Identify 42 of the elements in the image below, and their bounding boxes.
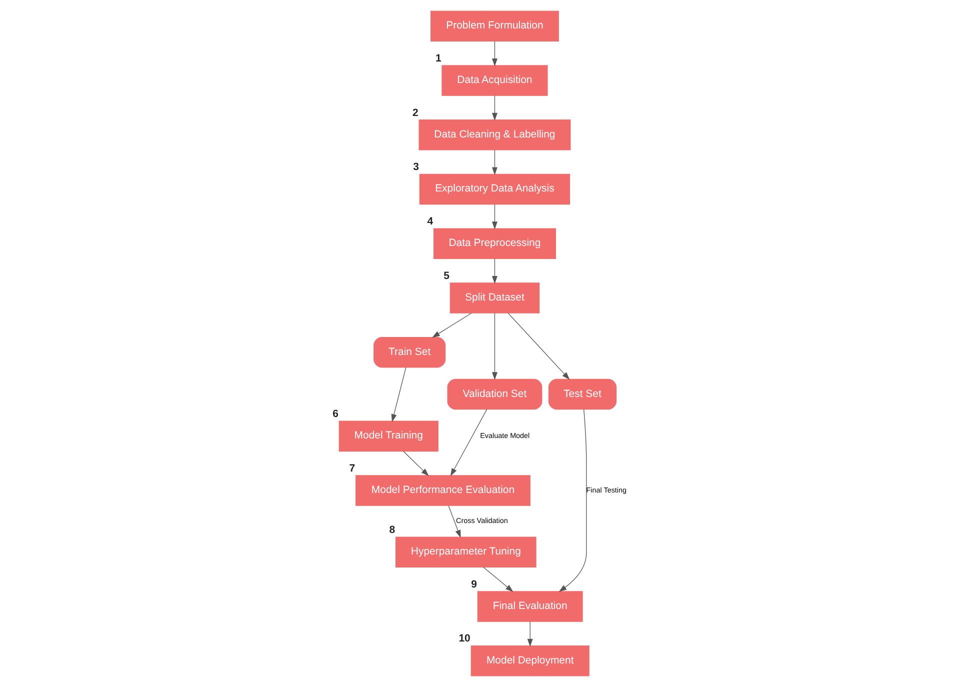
arrow [491, 150, 497, 176]
node-label: 10 [458, 634, 470, 645]
edge-label: Evaluate Model [480, 431, 530, 440]
node-box: Test Set [548, 378, 616, 410]
node-box: Problem Formulation [430, 10, 558, 42]
arrow [491, 258, 497, 284]
node-label: 1 [434, 53, 441, 64]
node-label: 3 [412, 162, 419, 174]
node-label: 7 [348, 463, 355, 474]
arrow [491, 204, 497, 230]
node-box: Split Dataset [449, 282, 540, 314]
edge-label: Cross Validation [456, 516, 508, 526]
node-box: Hyperparameter Tuning [395, 536, 536, 568]
node-box: Validation Set [446, 378, 542, 410]
node-label: 4 [426, 216, 433, 228]
node-label: 5 [443, 270, 449, 282]
arrow [482, 566, 513, 592]
node-label: 8 [388, 524, 395, 536]
arrow [491, 40, 497, 66]
arrow [402, 451, 428, 476]
node-box: Model Performance Evaluation [355, 475, 530, 506]
node-label: 2 [412, 108, 418, 119]
node-box: Data Preprocessing [432, 228, 556, 259]
node-box: Data Cleaning & Labelling [418, 120, 570, 150]
arrow [390, 367, 406, 422]
node-box: Model Deployment [470, 645, 589, 676]
arrow [448, 505, 460, 538]
node-box: Final Evaluation [476, 591, 582, 622]
edge-label: Final Testing [586, 485, 626, 494]
node-box: Data Acquisition [441, 65, 548, 96]
arrow [491, 312, 497, 380]
node-label: 6 [332, 409, 338, 420]
arrow [507, 312, 570, 380]
node-box: Train Set [373, 336, 446, 368]
node-box: Exploratory Data Analysis [418, 174, 570, 205]
arrow [431, 312, 472, 338]
arrow [491, 95, 497, 121]
arrow [450, 409, 487, 476]
node-box: Model Training [338, 420, 438, 452]
arrow [526, 621, 532, 647]
arrow [558, 409, 586, 592]
node-label: 9 [470, 579, 476, 590]
